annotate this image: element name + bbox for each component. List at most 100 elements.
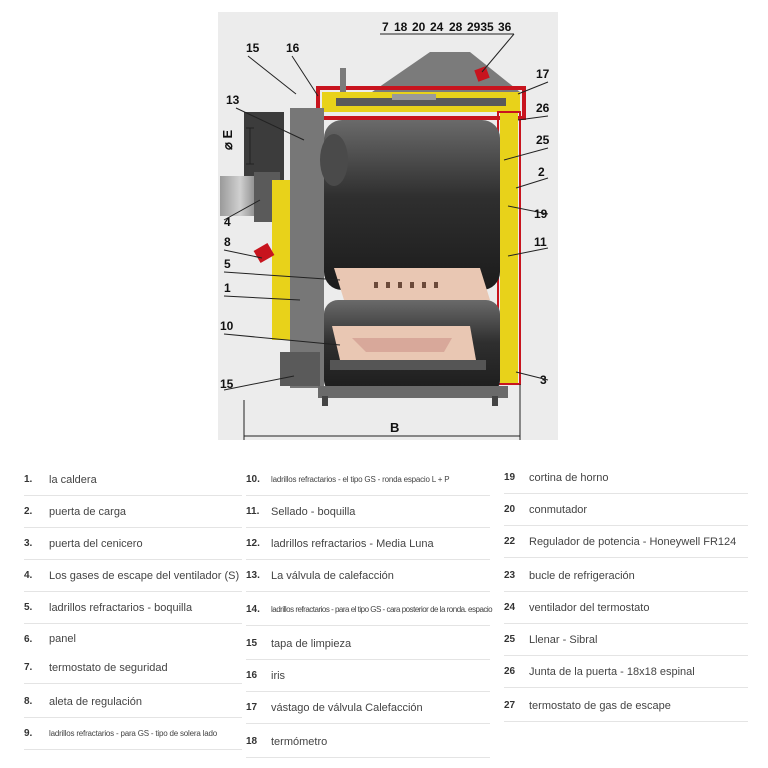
legend-label: vástago de válvula Calefacción bbox=[271, 701, 423, 714]
legend-item-3: 3.puerta del cenicero bbox=[24, 528, 242, 560]
legend-item-6: 6.panel bbox=[24, 626, 242, 652]
boiler-top-cover bbox=[318, 52, 520, 92]
callout-top-7: 7 bbox=[382, 20, 389, 34]
refractory-half-moon bbox=[352, 338, 452, 352]
legend-label: termómetro bbox=[271, 735, 328, 748]
legend-label: tapa de limpieza bbox=[271, 637, 352, 650]
leader-lines bbox=[223, 33, 549, 440]
legend-number: 8. bbox=[24, 696, 33, 707]
legend-label: iris bbox=[271, 669, 286, 682]
callout-11: 11 bbox=[534, 235, 547, 249]
regulation-flap bbox=[253, 242, 275, 264]
legend-label: termostato de seguridad bbox=[49, 661, 168, 674]
left-panel bbox=[272, 180, 294, 340]
legend-label: ladrillos refractarios - boquilla bbox=[49, 601, 193, 614]
boiler-base bbox=[318, 386, 508, 398]
legend-item-13: 13. La válvula de calefacción bbox=[246, 560, 490, 592]
legend-label: ladrillos refractarios - para el tipo GS… bbox=[271, 605, 493, 614]
cleaning-cover bbox=[280, 352, 320, 386]
legend-number: 15 bbox=[246, 638, 258, 649]
legend-label: Los gases de escape del ventilador (S) bbox=[49, 569, 240, 582]
legend-number: 27 bbox=[504, 700, 516, 711]
legend-number: 23 bbox=[504, 570, 516, 581]
boiler-cross-section-diagram: 7 18 20 24 28 2935 36 15 16 13 4 8 5 1 1… bbox=[218, 12, 558, 440]
legend-number: 14. bbox=[246, 604, 260, 615]
top-valve-red bbox=[474, 66, 490, 82]
callout-25: 25 bbox=[536, 133, 550, 147]
legend-number: 6. bbox=[24, 633, 33, 645]
callout-8: 8 bbox=[224, 235, 231, 249]
legend-item-16: 16 iris bbox=[246, 660, 490, 692]
legend-number: 4. bbox=[24, 570, 33, 581]
legend-item-2: 2. puerta de carga bbox=[24, 496, 242, 528]
legend-label: termostato de gas de escape bbox=[529, 699, 671, 712]
legend-item-1: 1.la caldera bbox=[24, 464, 242, 496]
callout-19: 19 bbox=[534, 207, 548, 221]
callout-1: 1 bbox=[224, 281, 231, 295]
legend-number: 9. bbox=[24, 728, 33, 739]
legend-number: 11. bbox=[246, 506, 260, 517]
legend-number: 13. bbox=[246, 570, 260, 581]
legend-item-10: 10. ladrillos refractarios - el tipo GS -… bbox=[246, 464, 490, 496]
callout-10: 10 bbox=[220, 319, 234, 333]
flue-outlet bbox=[220, 176, 260, 216]
right-foot bbox=[492, 396, 498, 406]
legend-item-27: 27 termostato de gas de escape bbox=[504, 690, 748, 722]
legend-label: conmutador bbox=[529, 503, 588, 516]
legend-item-22: 22 Regulador de potencia - Honeywell FR12… bbox=[504, 526, 748, 558]
legend-item-4: 4. Los gases de escape del ventilador (S) bbox=[24, 560, 242, 592]
legend-number: 2. bbox=[24, 506, 33, 517]
legend-number: 7. bbox=[24, 662, 33, 673]
callout-top-2935: 2935 bbox=[467, 20, 494, 34]
legend-label: aleta de regulación bbox=[49, 695, 142, 708]
grate-slab bbox=[330, 360, 486, 370]
callout-16: 16 bbox=[286, 41, 300, 55]
legend-label: Regulador de potencia - Honeywell FR124 bbox=[529, 535, 737, 548]
legend-label: ladrillos refractarios - el tipo GS - ro… bbox=[271, 475, 450, 484]
nozzle-holes bbox=[374, 282, 438, 288]
legend-number: 10. bbox=[246, 474, 260, 485]
legend-item-19: 19 cortina de horno bbox=[504, 462, 748, 494]
callout-26: 26 bbox=[536, 101, 550, 115]
legend-number: 24 bbox=[504, 602, 516, 613]
thermometer-fins bbox=[392, 94, 436, 100]
legend-label: cortina de horno bbox=[529, 471, 609, 484]
left-foot bbox=[322, 396, 328, 406]
chamber-front-opening bbox=[320, 134, 348, 186]
legend-number: 16 bbox=[246, 670, 258, 681]
callout-17: 17 bbox=[536, 67, 550, 81]
legend-label: Junta de la puerta - 18x18 espinal bbox=[529, 665, 695, 678]
legend-label: puerta de carga bbox=[49, 505, 127, 518]
callout-top-36: 36 bbox=[498, 20, 512, 34]
callout-top-18: 18 bbox=[394, 20, 408, 34]
legend-item-11: 11.Sellado - boquilla bbox=[246, 496, 490, 528]
legend-item-5: 5.ladrillos refractarios - boquilla bbox=[24, 592, 242, 624]
dimension-b-label: B bbox=[390, 420, 399, 435]
legend-number: 12. bbox=[246, 538, 260, 549]
callout-13: 13 bbox=[226, 93, 240, 107]
top-pipe bbox=[340, 68, 346, 92]
legend-number: 1. bbox=[24, 474, 33, 485]
legend-label: ladrillos refractarios - para GS - tipo … bbox=[49, 729, 217, 738]
boiler-top-frame bbox=[316, 86, 526, 120]
legend-number: 3. bbox=[24, 538, 33, 549]
legend-number: 19 bbox=[504, 472, 516, 483]
callout-5: 5 bbox=[224, 257, 231, 271]
boiler-body-column bbox=[290, 108, 324, 388]
legend-number: 22 bbox=[504, 536, 516, 547]
legend-number: 25 bbox=[504, 634, 516, 645]
legend-label: ventilador del termostato bbox=[529, 601, 650, 614]
callout-3: 3 bbox=[540, 373, 547, 387]
legend-label: La válvula de calefacción bbox=[271, 569, 394, 582]
legend-item-9: 9. ladrillos refractarios - para GS - tip… bbox=[24, 718, 242, 750]
callout-top-28: 28 bbox=[449, 20, 463, 34]
callout-15-bottom: 15 bbox=[220, 377, 234, 391]
legend-item-7: 7. termostato de seguridad bbox=[24, 652, 242, 684]
callout-top-20: 20 bbox=[412, 20, 426, 34]
callout-top-24: 24 bbox=[430, 20, 444, 34]
